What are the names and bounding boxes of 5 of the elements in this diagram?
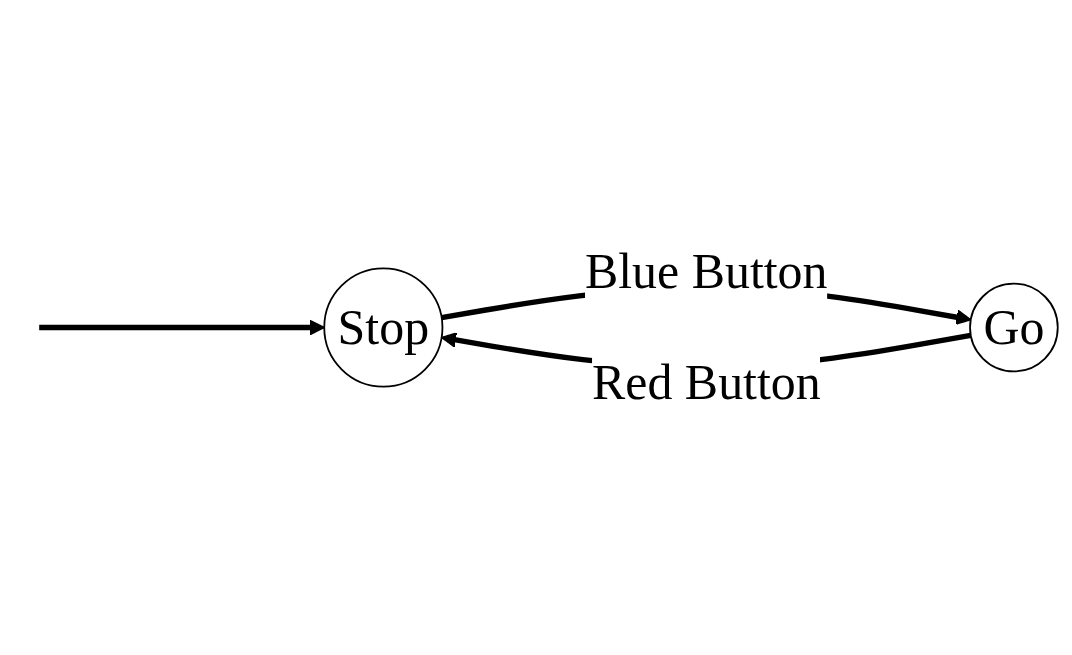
- edge-label: Blue Button: [584, 243, 828, 300]
- node-circle: Go: [969, 282, 1059, 373]
- node-circle: Stop: [323, 267, 444, 388]
- edge-label: Red Button: [592, 354, 821, 410]
- arrow: [39, 319, 325, 336]
